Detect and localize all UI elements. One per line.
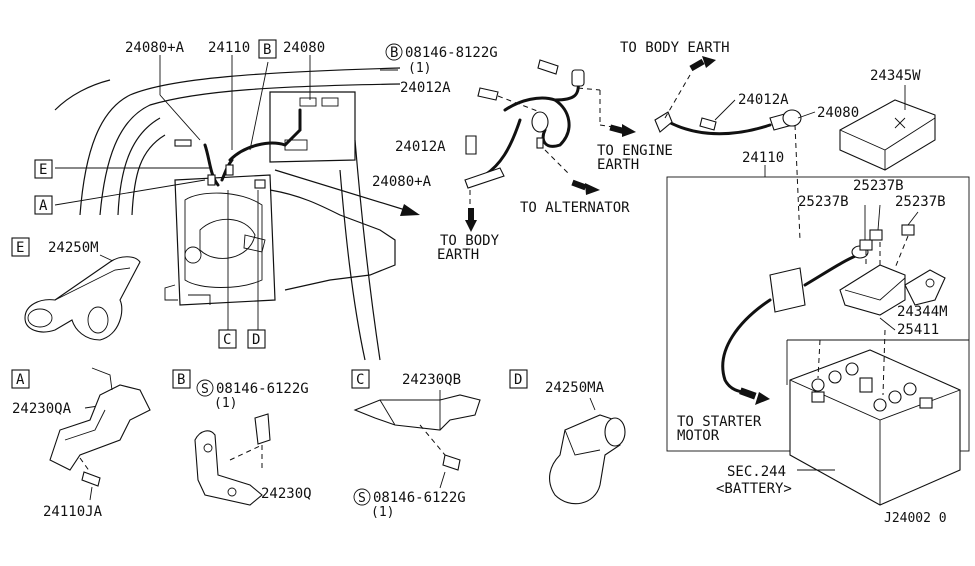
label-to-body-earth-2: TO BODY EARTH — [620, 40, 730, 56]
label-24110-top: 24110 — [208, 40, 250, 56]
circle-s2 — [353, 488, 371, 506]
label-bolt-08146-8122g: 08146-8122G — [405, 45, 498, 61]
circle-s2-letter: S — [358, 491, 366, 506]
label-24080-top: 24080 — [283, 40, 325, 56]
label-to-body-earth-1b: EARTH — [437, 247, 479, 263]
label-25237b-3: 25237B — [895, 194, 946, 210]
label-bolt-qty-2: (1) — [371, 505, 394, 520]
label-to-engine-earth-a: TO ENGINE — [597, 143, 673, 159]
terminal-cover-24345w — [839, 85, 936, 171]
starter-cable — [721, 245, 869, 405]
engine-bay-sketch — [54, 67, 420, 361]
section-e-letter: E — [16, 240, 24, 256]
ref-box-c — [218, 329, 237, 349]
ref-box-a-letter: A — [39, 198, 48, 214]
label-24012a-3: 24012A — [738, 92, 789, 108]
section-b-letter: B — [177, 372, 185, 388]
label-24110ja: 24110JA — [43, 504, 103, 520]
diagram-code: J24002 0 — [884, 511, 947, 526]
circle-s1-letter: S — [201, 382, 209, 397]
label-to-starter-a: TO STARTER — [677, 414, 762, 430]
label-to-engine-earth-b: EARTH — [597, 157, 639, 173]
label-24230qa: 24230QA — [12, 401, 72, 417]
ref-box-e — [34, 159, 53, 179]
bracket-24230q — [194, 413, 271, 506]
label-24230qb: 24230QB — [402, 372, 461, 388]
battery-body — [789, 349, 961, 506]
right-earth-cable — [654, 56, 802, 241]
label-24012a-2: 24012A — [395, 139, 446, 155]
bracket-24230qa — [49, 367, 151, 471]
label-24080-right: 24080 — [817, 105, 859, 121]
label-to-body-earth-1a: TO BODY — [440, 233, 500, 249]
bracket-24250m — [24, 256, 141, 341]
ref-box-c-letter: C — [223, 332, 231, 348]
label-to-starter-b: MOTOR — [677, 428, 720, 444]
ref-box-b-top — [258, 39, 277, 59]
label-bolt-8122g-qty: (1) — [408, 61, 431, 76]
circle-s1 — [196, 379, 214, 397]
label-24110-right: 24110 — [742, 150, 784, 166]
label-25411: 25411 — [897, 322, 939, 338]
label-24345w: 24345W — [870, 68, 921, 84]
top-left-leaders — [54, 55, 311, 330]
center-earth-cable — [380, 43, 636, 232]
ref-box-a — [34, 195, 53, 215]
section-d-box — [509, 369, 528, 389]
label-24080a-mid: 24080+A — [372, 174, 432, 190]
circle-b-letter: B — [390, 45, 398, 61]
section-a-box — [11, 369, 30, 389]
label-24250ma: 24250MA — [545, 380, 605, 396]
label-to-alternator: TO ALTERNATOR — [520, 200, 630, 216]
label-24344m: 24344M — [897, 304, 948, 320]
ref-box-d-letter: D — [252, 332, 260, 348]
bracket-24230qb — [353, 394, 481, 471]
label-24012a-1: 24012A — [400, 80, 451, 96]
ref-box-b-top-letter: B — [263, 42, 271, 58]
label-battery: <BATTERY> — [716, 481, 792, 497]
label-25237b-1: 25237B — [853, 178, 904, 194]
label-24080a-top: 24080+A — [125, 40, 185, 56]
section-c-letter: C — [356, 372, 364, 388]
section-c-box — [351, 369, 370, 389]
grommet-24250ma — [549, 414, 626, 505]
label-bolt-08146-6122g-1: 08146-6122G — [216, 381, 309, 397]
section-a-letter: A — [16, 372, 25, 388]
section-e-box — [11, 237, 30, 257]
section-d-letter: D — [514, 372, 522, 388]
label-24250m: 24250M — [48, 240, 99, 256]
ref-box-e-letter: E — [39, 162, 47, 178]
label-25237b-2: 25237B — [798, 194, 849, 210]
terminal-clamp-25411 — [839, 224, 946, 316]
ref-box-d — [247, 329, 266, 349]
label-bolt-qty-1: (1) — [214, 396, 237, 411]
section-b-box — [172, 369, 191, 389]
label-bolt-08146-6122g-2: 08146-6122G — [373, 490, 466, 506]
label-24230q: 24230Q — [261, 486, 312, 502]
label-sec244: SEC.244 — [727, 464, 786, 480]
